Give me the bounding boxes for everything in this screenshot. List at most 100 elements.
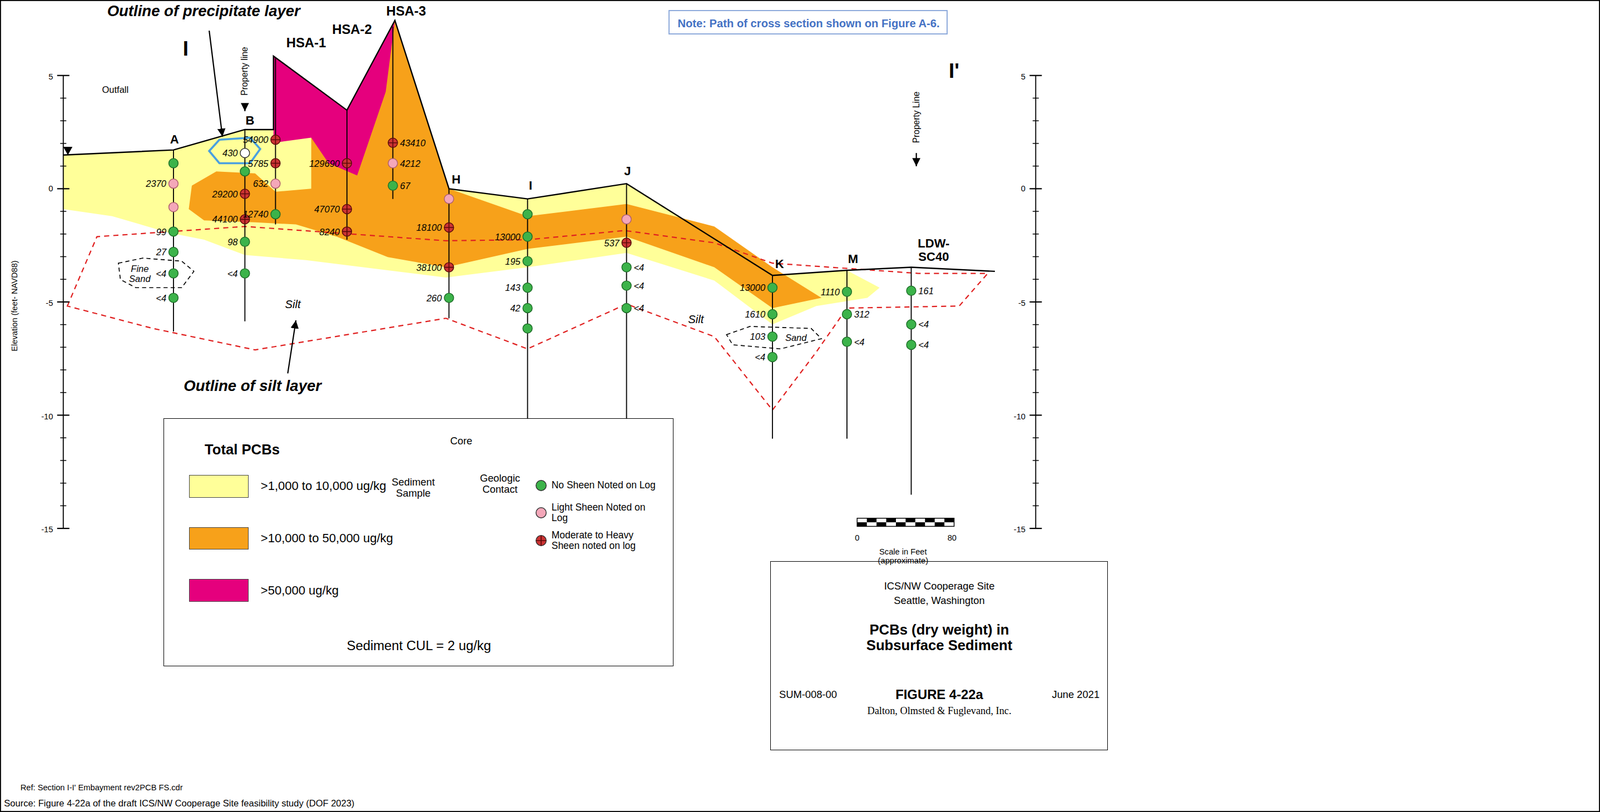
pcb-value: 5785 [248, 157, 269, 168]
pcb-value: 44100 [212, 214, 239, 225]
core-name: HSA-2 [332, 22, 373, 37]
sample-dot [621, 214, 632, 225]
pcb-value: <4 [918, 339, 929, 350]
sheen-swatch [535, 506, 548, 519]
body-text: Seattle, Washington [893, 595, 985, 607]
sample-dot [168, 226, 178, 237]
sample-dot [768, 332, 778, 342]
axis-value: -15 [1013, 524, 1026, 534]
sheen-swatch [535, 479, 548, 492]
sample-dot [621, 303, 632, 313]
pcb-value: <4 [633, 303, 645, 314]
sample-dot [522, 209, 533, 220]
section-mark: I [182, 37, 189, 61]
pcb-value: 1610 [744, 309, 766, 320]
pcb-value: <4 [918, 319, 929, 330]
sheen-cross [444, 223, 454, 233]
scale-bar-segment [867, 518, 877, 523]
sheen-swatch [535, 534, 548, 547]
sheen-dot [536, 535, 547, 546]
legend-label: Core [449, 435, 473, 447]
core-name: H [451, 172, 461, 187]
legend-text: Light Sheen Noted on Log [551, 502, 665, 524]
sample-dot [906, 319, 916, 330]
legend-text: >10,000 to 50,000 ug/kg [260, 531, 394, 546]
pcb-value: <4 [155, 293, 167, 304]
axis-tick [1032, 369, 1039, 370]
sample-dot [522, 323, 533, 334]
legend-text: Moderate to Heavy Sheen noted on log [551, 529, 665, 551]
scale-bar-segment [886, 518, 896, 523]
pcb-value: <4 [633, 280, 645, 291]
sample-dot [621, 280, 632, 291]
core-line [392, 26, 394, 200]
scale-bar-segment [915, 522, 925, 527]
pcb-value: 161 [918, 285, 934, 296]
axis-tick [60, 278, 67, 280]
axis-tick [1032, 278, 1039, 280]
pcb-value: 195 [504, 256, 521, 267]
axis-value: -15 [41, 524, 53, 534]
scale-bar-segment [857, 522, 867, 527]
scale-bar-segment [905, 518, 915, 523]
scale-value: 0 [854, 533, 860, 543]
title-block: ICS/NW Cooperage SiteSeattle, Washington… [770, 561, 1108, 750]
legend-text: >1,000 to 10,000 ug/kg [260, 479, 387, 493]
sample-dot [621, 238, 632, 248]
sample-dot [444, 223, 454, 233]
core-name: HSA-3 [385, 3, 426, 19]
leader-arrow [287, 320, 296, 374]
place-label: Outfall [101, 84, 129, 95]
core-name: LDW- SC40 [913, 236, 954, 264]
section-mark: I' [948, 60, 960, 83]
soil-label: Silt [285, 298, 301, 311]
axis-tick [1029, 301, 1042, 303]
scale-bar [857, 518, 954, 527]
body-text: June 2021 [1051, 689, 1100, 701]
sample-dot [388, 180, 398, 191]
sample-dot [444, 194, 454, 204]
axis-tick [60, 369, 67, 370]
body-text: PCBs (dry weight) in Subsurface Sediment [831, 621, 1047, 654]
core-name: B [245, 113, 255, 127]
axis-tick [1032, 256, 1039, 257]
pcb-value: 632 [253, 178, 269, 189]
leader-arrow [244, 103, 246, 112]
sheen-cross [536, 535, 547, 546]
axis-tick [57, 301, 70, 303]
sheen-cross [342, 204, 352, 215]
sheen-cross [621, 238, 632, 248]
soil-label: Silt [687, 313, 704, 326]
color-swatch [189, 527, 249, 550]
axis-tick [1029, 414, 1042, 416]
axis-tick [1032, 210, 1039, 212]
property-line-label: Property line [240, 47, 250, 96]
pcb-value: 8240 [319, 226, 340, 237]
core-name: HSA-1 [286, 35, 327, 51]
pcb-value: <4 [227, 268, 239, 279]
sample-dot [768, 309, 778, 319]
pcb-value: 143 [504, 282, 521, 293]
scale-value: 80 [947, 533, 957, 543]
scale-bar-segment [924, 518, 935, 523]
axis-tick [60, 233, 67, 235]
axis-value: -10 [41, 412, 53, 421]
axis-tick [60, 120, 67, 121]
core-line [244, 129, 246, 322]
sample-dot [522, 283, 533, 293]
sample-dot [168, 268, 178, 279]
legend-text: No Sheen Noted on Log [551, 479, 665, 491]
axis-tick [1032, 165, 1039, 167]
axis-value: 0 [1021, 184, 1026, 193]
callout-title: Outline of precipitate layer [107, 2, 301, 20]
color-swatch [189, 474, 249, 498]
axis-tick [1029, 527, 1042, 529]
pcb-value: 38100 [416, 262, 443, 273]
sample-dot [621, 262, 632, 272]
axis-tick [60, 97, 67, 99]
axis-tick [60, 505, 67, 507]
axis-tick [1032, 142, 1039, 144]
axis-tick [60, 347, 67, 348]
sheen-cross [270, 135, 281, 145]
